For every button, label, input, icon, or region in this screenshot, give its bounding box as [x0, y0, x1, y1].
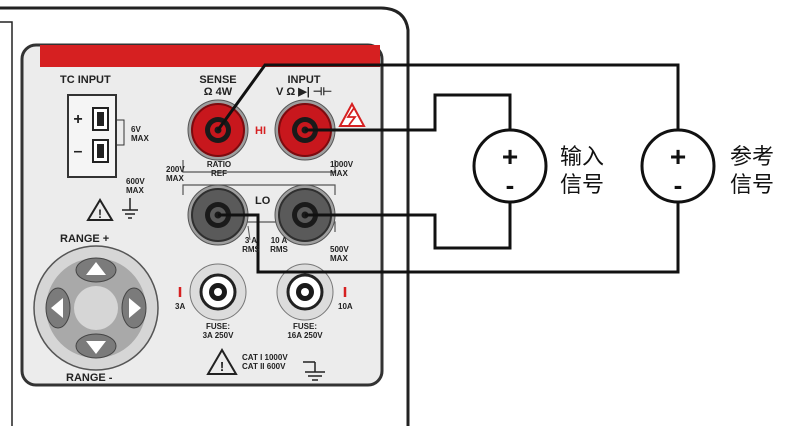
reference-signal-source: + -	[640, 128, 716, 204]
term-10a-label: 10A	[338, 302, 353, 311]
hi-label: HI	[255, 125, 266, 137]
arrow-down-icon	[86, 341, 106, 354]
red-stripe	[40, 45, 380, 67]
v1000-value: 1000V	[330, 160, 354, 169]
arrow-right-icon	[129, 298, 141, 318]
reference-signal-label: 参考 信号	[730, 144, 774, 199]
sense-title: SENSE	[199, 74, 237, 86]
hi-bracket	[182, 160, 336, 173]
range-minus-label: RANGE -	[66, 372, 113, 384]
tc-6v-value: 6V	[131, 125, 141, 134]
v200-max: MAX	[166, 173, 184, 183]
fuse1-label: FUSE:3A 250V	[190, 322, 246, 341]
arrow-left-icon	[51, 298, 63, 318]
reference-source-minus: -	[674, 170, 683, 200]
v500-max: MAX	[330, 253, 348, 263]
term-3a-label: 3A	[175, 302, 186, 311]
fuse1-rating: 3A 250V	[202, 330, 234, 340]
warning-triangle-icon	[86, 198, 114, 221]
cat-ground-icon	[303, 361, 325, 381]
ground-icon	[122, 198, 138, 219]
ref-text: REF	[211, 168, 227, 178]
input-source-minus: -	[506, 170, 515, 200]
tc-6v-max: MAX	[131, 133, 149, 143]
v200-value: 200V	[166, 165, 185, 174]
terminal-3a	[189, 263, 247, 321]
cat2-text: CAT II 600V	[242, 361, 286, 371]
fuse2-label: FUSE:16A 250V	[277, 322, 333, 341]
lo-label: LO	[255, 195, 271, 207]
range-dpad	[33, 245, 159, 371]
instrument-body-inner	[0, 21, 13, 426]
a10-rms: RMS	[270, 244, 288, 254]
tc-input-label: TC INPUT	[60, 74, 111, 86]
range-plus-label: RANGE +	[60, 233, 110, 245]
input-signal-line2: 信号	[560, 172, 605, 198]
svg-text:!: !	[98, 207, 102, 221]
input-signal-source: + -	[472, 128, 548, 204]
reference-source-plus: +	[670, 141, 686, 172]
cat1-text: CAT I 1000V	[242, 353, 288, 362]
reference-signal-line2: 信号	[730, 172, 775, 198]
input-signal-wires	[305, 93, 512, 250]
tc-minus-sign: –	[74, 143, 83, 160]
v500-value: 500V	[330, 245, 349, 254]
arrow-up-icon	[86, 262, 106, 275]
input-signal-label: 输入 信号	[560, 144, 604, 199]
reference-signal-line1: 参考	[730, 145, 775, 170]
high-voltage-warning-icon	[338, 101, 366, 127]
instrument-body-outline	[0, 6, 410, 426]
sense-subtitle: Ω 4W	[203, 86, 233, 99]
fuse1-title: FUSE:	[206, 322, 230, 331]
fuse2-rating: 16A 250V	[287, 330, 323, 340]
fuse2-title: FUSE:	[293, 322, 317, 331]
tc-600v-max: MAX	[126, 185, 144, 195]
input-label: INPUT V Ω ▶| ⊣⊢	[274, 74, 334, 98]
a3-rms: RMS	[242, 244, 260, 254]
v1000-max: MAX	[330, 168, 348, 178]
tc-plus-sign: +	[73, 111, 82, 128]
input-signal-line1: 输入	[560, 145, 605, 170]
terminal-10a	[276, 263, 334, 321]
a3-value: 3 A	[244, 236, 258, 245]
input-subtitle: V Ω	[275, 86, 296, 99]
diode-icon: ▶|	[298, 86, 310, 99]
input-source-plus: +	[502, 141, 518, 172]
tc-600v-value: 600V	[126, 177, 145, 186]
cat-warning-icon	[206, 348, 238, 375]
ratio-text: RATIO	[206, 160, 232, 169]
a10-value: 10 A	[270, 236, 288, 245]
svg-text:!: !	[220, 359, 224, 374]
reference-signal-wires	[216, 63, 680, 274]
capacitor-icon: ⊣⊢	[312, 86, 333, 99]
input-title: INPUT	[287, 74, 321, 86]
lo-bracket	[182, 184, 336, 195]
